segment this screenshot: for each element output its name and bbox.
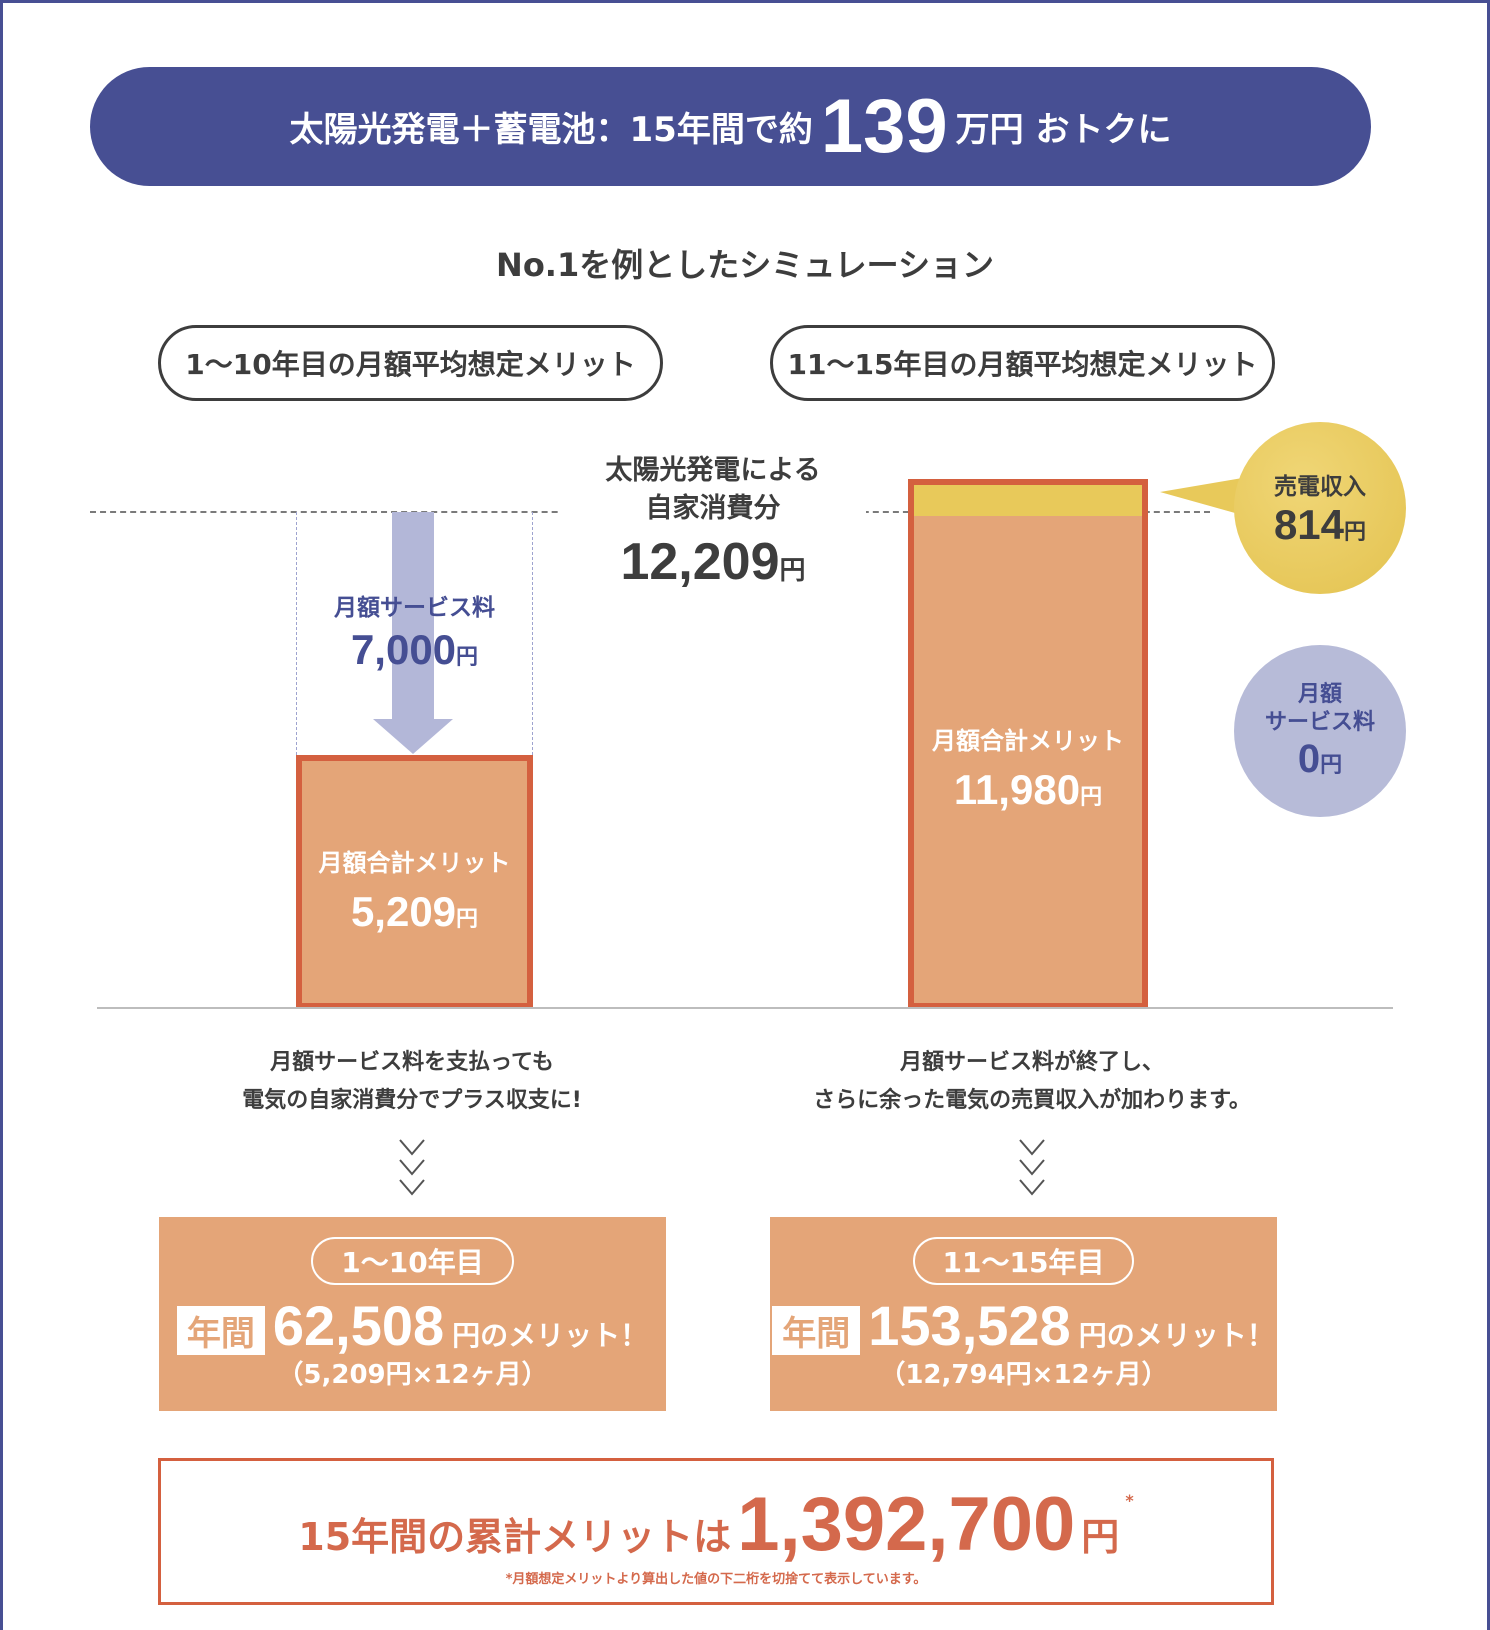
fee-zero-line1: 月額	[1297, 681, 1342, 707]
annual-label: 年間	[772, 1306, 861, 1355]
annual-amount: 62,508	[272, 1294, 445, 1357]
yen-unit: 円	[1344, 519, 1367, 544]
sale-income-circle: 売電収入 814円	[1234, 422, 1406, 594]
result-period: 11〜15年目	[912, 1237, 1135, 1285]
right-merit-bar: 月額合計メリット 11,980円	[908, 479, 1148, 1009]
annual-suffix: 円のメリット！	[452, 1319, 649, 1352]
annual-calc: （5,209円×12ヶ月）	[277, 1360, 548, 1390]
self-consumption-line2: 自家消費分	[645, 493, 781, 524]
caption-left-line1: 月額サービス料を支払っても	[270, 1050, 554, 1075]
total-amount: 1,392,700	[737, 1482, 1076, 1567]
annual-suffix: 円のメリット！	[1078, 1319, 1275, 1352]
self-consumption-amount: 12,209円	[560, 532, 866, 592]
service-fee-label: 月額サービス料	[334, 595, 495, 621]
caption-left-line2: 電気の自家消費分でプラス収支に!	[242, 1088, 582, 1113]
self-consumption-line1: 太陽光発電による	[605, 455, 821, 486]
sale-income-amount: 814	[1273, 501, 1345, 548]
total-prefix: 15年間の累計メリットは	[298, 1515, 732, 1559]
service-fee-zero-circle: 月額 サービス料 0円	[1234, 645, 1406, 817]
service-fee-label-group: 月額サービス料 7,000円	[296, 588, 533, 674]
period-label-left: 1〜10年目の月額平均想定メリット	[158, 325, 663, 401]
left-bar-amount: 5,209	[350, 888, 457, 935]
yen-unit: 円	[456, 906, 479, 931]
chevrons-down-icon	[399, 1139, 425, 1196]
fee-zero-amount: 0	[1297, 736, 1321, 781]
headline-banner: 太陽光発電＋蓄電池：15年間で約 139 万円 おトクに	[90, 67, 1371, 186]
left-bar-label: 月額合計メリット	[318, 849, 511, 877]
yen-unit: 円	[1320, 751, 1343, 777]
total-unit: 円	[1081, 1515, 1120, 1559]
footnote-marker: *	[1125, 1491, 1134, 1510]
right-bar-label: 月額合計メリット	[932, 727, 1124, 755]
caption-right-line1: 月額サービス料が終了し、	[899, 1050, 1164, 1075]
arrow-head-icon	[373, 719, 453, 754]
sale-income-segment	[914, 485, 1142, 516]
annual-label: 年間	[176, 1306, 265, 1355]
down-arrow-icon	[392, 512, 434, 720]
footnote: *月額想定メリットより算出した値の下二桁を切捨てて表示しています。	[505, 1572, 927, 1587]
sale-income-label: 売電収入	[1274, 474, 1366, 500]
service-fee-amount: 7,000	[350, 626, 457, 673]
self-consumption-label: 太陽光発電による 自家消費分	[560, 452, 866, 572]
caption-right: 月額サービス料が終了し、 さらに余った電気の売買収入が加わります。	[722, 1044, 1342, 1120]
total-merit-box: 15年間の累計メリットは 1,392,700 円 * *月額想定メリットより算出し…	[158, 1458, 1274, 1605]
left-merit-bar: 月額合計メリット 5,209円	[296, 755, 533, 1009]
banner-suffix: 万円 おトクに	[955, 110, 1172, 150]
yen-unit: 円	[1080, 784, 1103, 809]
caption-right-line2: さらに余った電気の売買収入が加わります。	[813, 1088, 1251, 1113]
annual-amount: 153,528	[868, 1294, 1071, 1357]
banner-prefix: 太陽光発電＋蓄電池：15年間で約	[289, 110, 813, 150]
simulation-title: No.1を例としたシミュレーション	[496, 246, 994, 284]
yen-unit: 円	[456, 644, 479, 669]
banner-amount: 139	[820, 84, 948, 169]
chart-baseline	[97, 1007, 1393, 1009]
yen-unit: 円	[779, 555, 806, 585]
fee-zero-line2: サービス料	[1264, 709, 1375, 735]
service-fee-box	[296, 512, 533, 755]
right-bar-amount: 11,980	[953, 766, 1081, 813]
self-consumption-value: 12,209	[620, 533, 780, 591]
caption-left: 月額サービス料を支払っても 電気の自家消費分でプラス収支に!	[102, 1044, 722, 1120]
period-label-right: 11〜15年目の月額平均想定メリット	[770, 325, 1275, 401]
result-period: 1〜10年目	[311, 1237, 514, 1285]
annual-calc: （12,794円×12ヶ月）	[879, 1360, 1168, 1390]
chevrons-down-icon	[1019, 1139, 1045, 1196]
